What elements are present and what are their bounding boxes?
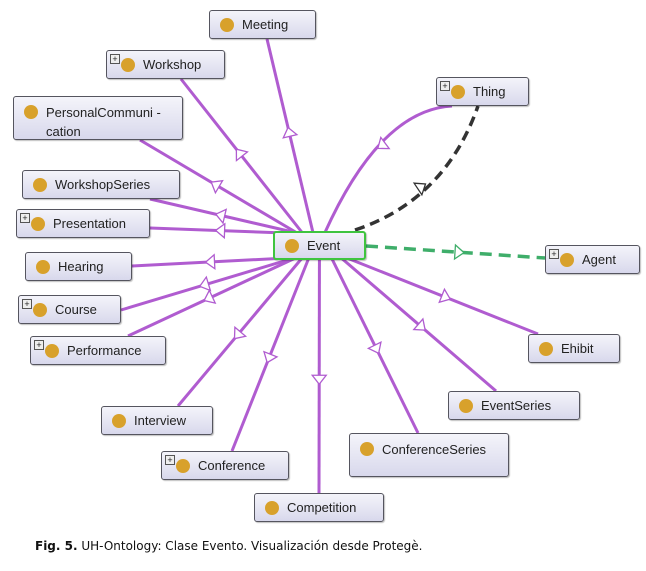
class-node-agent[interactable]: + Agent — [545, 245, 640, 274]
class-icon — [265, 500, 279, 515]
node-label: Ehibit — [561, 341, 594, 356]
expand-icon[interactable]: + — [22, 299, 32, 309]
class-node-personal[interactable]: PersonalCommuni -cation — [13, 96, 183, 140]
class-node-event[interactable]: Event — [273, 231, 366, 260]
node-label: Meeting — [242, 17, 289, 32]
class-icon — [360, 442, 374, 456]
node-label: Thing — [473, 84, 506, 99]
node-label: PersonalCommuni -cation — [46, 105, 161, 139]
superclass-arrow-thing — [412, 182, 427, 197]
expand-icon[interactable]: + — [34, 340, 44, 350]
node-label: WorkshopSeries — [55, 177, 151, 192]
class-icon — [459, 398, 473, 413]
class-icon — [220, 17, 234, 32]
class-node-workshopseries[interactable]: WorkshopSeries — [22, 170, 180, 199]
class-node-interview[interactable]: Interview — [101, 406, 213, 435]
expand-icon[interactable]: + — [549, 249, 559, 259]
edge-arrow-competition — [310, 374, 328, 386]
node-label: Workshop — [143, 57, 202, 72]
expand-icon[interactable]: + — [440, 81, 450, 91]
class-icon — [176, 458, 190, 473]
class-icon — [560, 252, 574, 267]
class-icon — [33, 302, 47, 317]
class-node-performance[interactable]: + Performance — [30, 336, 166, 365]
class-icon — [36, 259, 50, 274]
node-label: Performance — [67, 343, 142, 358]
edge-arrow-meeting — [282, 126, 299, 139]
superclass-edge-thing — [354, 105, 480, 232]
subclass-edge-thing — [323, 104, 453, 235]
node-label: Course — [55, 302, 97, 317]
edge-arrow-workshop — [235, 148, 249, 162]
class-icon — [121, 57, 135, 72]
class-node-thing[interactable]: + Thing — [436, 77, 529, 106]
edge-arrow-course — [198, 275, 212, 292]
property-edge-agent — [365, 244, 546, 260]
class-node-competition[interactable]: Competition — [254, 493, 384, 522]
edge-arrow-eventseries — [412, 317, 426, 331]
class-icon — [285, 238, 299, 253]
node-label: Conference — [198, 458, 266, 473]
class-node-eventseries[interactable]: EventSeries — [448, 391, 580, 420]
caption-label: Fig. 5. — [35, 539, 78, 553]
class-icon — [112, 413, 126, 428]
class-node-presentation[interactable]: + Presentation — [16, 209, 150, 238]
edge-arrow-thing — [376, 135, 391, 150]
node-label: Presentation — [53, 216, 126, 231]
class-node-conferenceseries[interactable]: ConferenceSeries — [349, 433, 509, 477]
edge-arrow-conferenceseries — [366, 340, 382, 355]
class-node-hearing[interactable]: Hearing — [25, 252, 132, 281]
node-label: EventSeries — [481, 398, 552, 413]
class-icon — [33, 177, 47, 192]
edge-arrow-hearing — [204, 253, 216, 271]
expand-icon[interactable]: + — [165, 455, 175, 465]
edge-arrow-personal — [210, 179, 224, 195]
class-node-conference[interactable]: + Conference — [161, 451, 289, 480]
node-label: Agent — [582, 252, 616, 267]
class-icon — [31, 216, 45, 231]
caption-text: UH-Ontology: Clase Evento. Visualización… — [77, 539, 423, 553]
property-arrow-agent — [453, 243, 466, 261]
expand-icon[interactable]: + — [110, 54, 120, 64]
node-label: Interview — [134, 413, 187, 428]
edge-arrow-workshopseries — [214, 208, 228, 225]
class-icon — [45, 343, 59, 358]
edge-arrow-ehibit — [438, 287, 452, 304]
class-node-ehibit[interactable]: Ehibit — [528, 334, 620, 363]
class-node-meeting[interactable]: Meeting — [209, 10, 316, 39]
edge-arrow-conference — [263, 350, 279, 364]
class-icon — [539, 341, 553, 356]
edge-arrow-performance — [203, 288, 217, 305]
node-label: ConferenceSeries — [382, 442, 487, 457]
node-label: Event — [307, 238, 341, 253]
node-label: Hearing — [58, 259, 104, 274]
class-icon — [451, 84, 465, 99]
expand-icon[interactable]: + — [20, 213, 30, 223]
node-label: Competition — [287, 500, 357, 515]
figure-caption: Fig. 5. UH-Ontology: Clase Evento. Visua… — [35, 539, 422, 553]
class-icon — [24, 105, 38, 119]
edge-arrow-presentation — [214, 222, 226, 240]
edge-arrow-interview — [233, 325, 248, 340]
class-node-course[interactable]: + Course — [18, 295, 121, 324]
class-node-workshop[interactable]: + Workshop — [106, 50, 225, 79]
